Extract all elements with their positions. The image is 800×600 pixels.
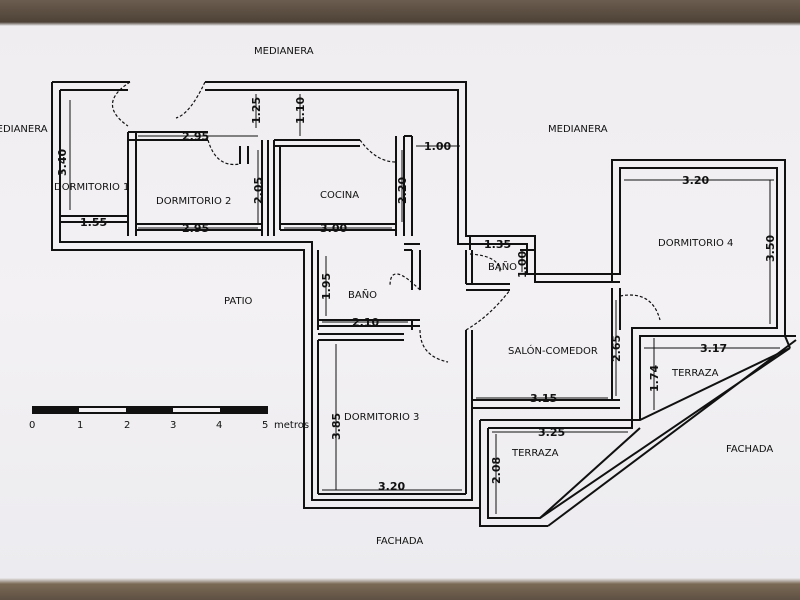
room-dormitorio-2: DORMITORIO 2 (156, 196, 231, 207)
medianera-left-label: MEDIANERA (0, 124, 48, 135)
dim-d2-top: 2.95 (182, 130, 209, 143)
dim-d4-width: 3.20 (682, 174, 709, 187)
room-cocina: COCINA (320, 190, 359, 201)
room-dormitorio-1: DORMITORIO 1 (54, 182, 129, 193)
dim-bano-small-height: 1.00 (516, 251, 529, 278)
dim-d4-height: 3.50 (764, 235, 777, 262)
dim-cocina-height: 2.20 (396, 177, 409, 204)
fachada-right-label: FACHADA (726, 444, 773, 455)
scale-tick-5: 5 (262, 420, 268, 431)
dim-corridor-b: 1.10 (294, 97, 307, 124)
walls (51, 81, 797, 527)
dim-hall-width: 1.00 (424, 140, 451, 153)
dim-terraza-r-height: 1.74 (648, 365, 661, 392)
dim-cocina-width: 3.00 (320, 222, 347, 235)
room-terraza-bottom: TERRAZA (511, 448, 559, 459)
scale-tick-0: 0 (29, 420, 35, 431)
fachada-bottom-label: FACHADA (376, 536, 423, 547)
scale-tick-1: 1 (77, 420, 83, 431)
dim-bano-small-width: 1.35 (484, 238, 511, 251)
dim-d1-height: 3.40 (56, 149, 69, 176)
dim-salon-height: 2.65 (610, 335, 623, 362)
scale-bar: 0 1 2 3 4 5 metros (29, 406, 309, 431)
room-terraza-right: TERRAZA (671, 368, 719, 379)
medianera-top-label: MEDIANERA (254, 46, 314, 57)
room-bano-small: BAÑO (488, 260, 517, 273)
dim-terraza-b-width: 3.25 (538, 426, 565, 439)
medianera-right-label: MEDIANERA (548, 124, 608, 135)
room-salon-comedor: SALÓN-COMEDOR (508, 344, 598, 357)
dim-corridor-a: 1.25 (250, 97, 263, 124)
dim-d2-bottom: 2.95 (182, 222, 209, 235)
dim-d2-height: 2.05 (252, 177, 265, 204)
dimension-lines (64, 94, 780, 514)
scale-unit: metros (274, 420, 309, 431)
dim-bano-width: 2.10 (352, 316, 379, 329)
dim-d3-width: 3.20 (378, 480, 405, 493)
room-dormitorio-4: DORMITORIO 4 (658, 238, 733, 249)
dim-d3-height: 3.85 (330, 413, 343, 440)
scale-tick-3: 3 (170, 420, 176, 431)
scale-tick-4: 4 (216, 420, 222, 431)
room-labels: DORMITORIO 1 DORMITORIO 2 COCINA BAÑO BA… (54, 182, 733, 459)
side-labels: MEDIANERA MEDIANERA MEDIANERA PATIO FACH… (0, 46, 773, 547)
room-bano-main: BAÑO (348, 288, 377, 301)
dim-terraza-r-width: 3.17 (700, 342, 727, 355)
dim-salon-width: 3.15 (530, 392, 557, 405)
scale-tick-2: 2 (124, 420, 130, 431)
dim-d1-width: 1.55 (80, 216, 107, 229)
room-dormitorio-3: DORMITORIO 3 (344, 412, 419, 423)
dimension-labels: 3.40 1.55 2.95 2.95 1.25 1.10 2.05 3.00 … (56, 97, 777, 493)
patio-label: PATIO (224, 296, 253, 307)
dim-bano-height: 1.95 (320, 273, 333, 300)
doors (111, 81, 661, 363)
dim-terraza-b-height: 2.08 (490, 457, 503, 484)
